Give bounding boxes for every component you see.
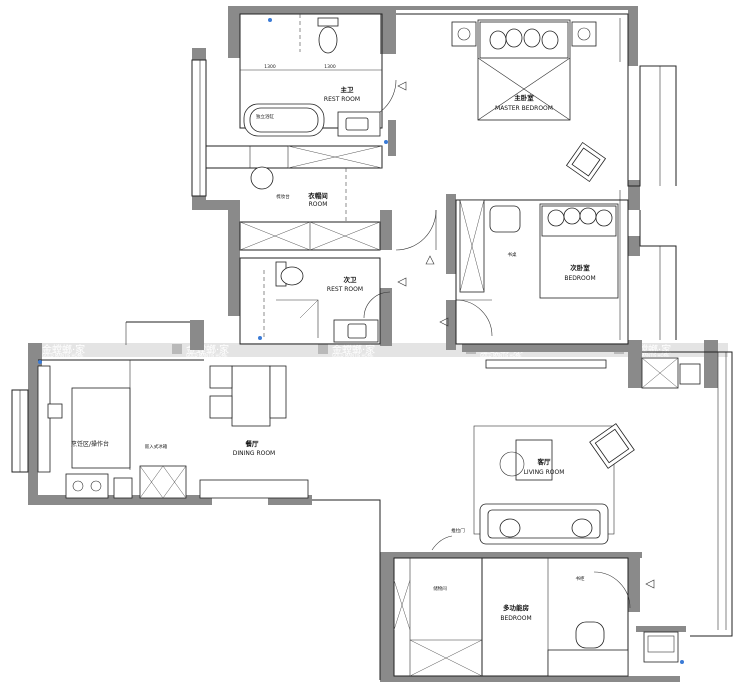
cloakroom-title-cn: 衣帽间 <box>308 191 328 200</box>
master-bath-title-cn: 主卫 <box>341 85 355 94</box>
toilet-tank <box>317 17 339 27</box>
living-title-cn: 客厅 <box>537 457 552 466</box>
door-arrow-2 <box>397 277 407 287</box>
second-desk-note: 书桌 <box>508 251 517 258</box>
watermark-sub-4: GOLD MANTIS HOME <box>480 353 522 358</box>
entry-arrows <box>397 81 655 589</box>
multi-chair-icon <box>575 621 605 649</box>
washer-icon <box>643 631 679 663</box>
door-arrow-1 <box>397 81 407 91</box>
second-bedroom-title-en: BEDROOM <box>564 275 595 282</box>
bookshelf-note: 书柜 <box>576 575 585 582</box>
stove-icon <box>65 473 109 499</box>
dining-title-cn: 餐厅 <box>245 439 260 448</box>
storage-and-multi-room: 储物间 书柜 多功能房 BEDROOM <box>393 557 679 677</box>
guest-toilet-icon <box>280 266 304 286</box>
bathtub-note: 独立浴缸 <box>256 113 274 120</box>
multi-desk-icon <box>547 649 629 677</box>
guest-bathroom: 次卫 REST ROOM <box>239 257 381 345</box>
master-bathroom: 1300 1300 主卫 REST ROOM 独立浴缸 <box>240 14 382 137</box>
master-bedroom-title-cn: 主卧室 <box>514 93 534 102</box>
kitchen-dining: 烹饪区/操作台 嵌入式冰箱 餐厅 DINING ROOM <box>37 360 309 499</box>
multi-room-title-cn: 多功能房 <box>503 603 530 612</box>
dining-chair-2-icon <box>209 395 233 419</box>
multi-room-title-en: BEDROOM <box>500 615 531 622</box>
kitchen-island-icon <box>71 387 131 469</box>
master-bedroom-title-en: MASTER BEDROOM <box>495 105 553 112</box>
watermark-sub-3: GOLD MANTIS HOME <box>332 353 374 358</box>
built-in-cabinet-icon <box>139 465 187 499</box>
coffee-table-icon <box>515 439 553 481</box>
master-bedroom: 主卧室 MASTER BEDROOM <box>451 18 621 340</box>
cloak-vanity-note: 梳妆台 <box>276 193 290 200</box>
counter-left-icon <box>37 365 51 473</box>
master-bath-title-en: REST ROOM <box>324 96 360 103</box>
guest-bath-title-cn: 次卫 <box>344 275 358 284</box>
outlines <box>11 13 733 680</box>
dimension-d1: 1300 <box>264 64 276 70</box>
tv-console-icon <box>485 359 607 369</box>
watermark-3: 金螳螂·家 GOLD MANTIS HOME <box>318 343 375 358</box>
storage-note: 储物间 <box>433 585 447 592</box>
cloakroom: 梳妆台 衣帽间 ROOM <box>205 145 383 251</box>
sink-icon <box>47 403 63 419</box>
dining-title-en: DINING ROOM <box>233 450 275 457</box>
living-title-en: LIVING ROOM <box>524 469 565 476</box>
desk-chair-icon <box>489 205 521 233</box>
kitchen-note: 烹饪区/操作台 <box>71 440 109 448</box>
dimension-d2: 1300 <box>324 64 336 70</box>
nightstand-left-icon <box>451 21 477 47</box>
door-arrow-3 <box>425 255 435 265</box>
watermark-brand-1: 金螳螂·家 <box>42 343 85 356</box>
guest-bath-title-en: REST ROOM <box>327 286 363 293</box>
watermark-sub-2: GOLD MANTIS HOME <box>186 353 228 358</box>
door-arrow-4 <box>439 317 449 327</box>
cloakroom-title-en: ROOM <box>309 201 328 208</box>
markers <box>38 18 684 664</box>
toilet-icon <box>318 26 338 54</box>
dining-chair-1-icon <box>209 365 233 389</box>
second-bedroom: 书桌 次卧室 BEDROOM <box>455 199 629 345</box>
nightstand-right-icon <box>571 21 597 47</box>
vanity-stool-icon <box>250 166 274 190</box>
dining-table-icon <box>231 365 271 427</box>
door-arrow-5 <box>645 579 655 589</box>
cabinet-note: 嵌入式冰箱 <box>145 443 168 450</box>
living-room: 客厅 LIVING ROOM 推拉门 <box>431 357 701 551</box>
watermark-brand-3: 金螳螂·家 <box>332 343 375 356</box>
dining-bench-icon <box>269 365 287 419</box>
sliding-door-note: 推拉门 <box>451 527 465 534</box>
sideboard-icon <box>199 479 309 499</box>
master-armchair-icon <box>565 141 607 183</box>
second-bedroom-title-cn: 次卧室 <box>570 263 590 272</box>
watermark-sub-5: GOLD MANTIS HOME <box>628 353 670 358</box>
living-armchair-icon <box>589 423 635 469</box>
watermark-sub-1: GOLD MANTIS HOME <box>42 353 84 358</box>
